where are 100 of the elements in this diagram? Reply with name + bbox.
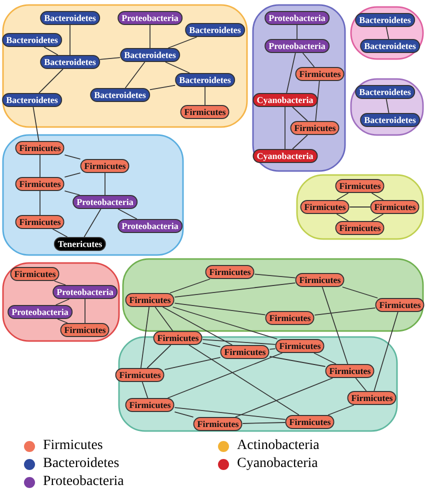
edge-line (254, 274, 296, 278)
legend-label: Actinobacteria (237, 438, 320, 454)
edge-line (164, 356, 221, 370)
taxon-node: Firmicutes (115, 368, 165, 382)
taxon-node: Bacteroidetes (360, 39, 420, 53)
edge-line (284, 106, 286, 150)
edge-line (104, 172, 106, 196)
taxon-node: Firmicutes (15, 141, 65, 155)
taxon-node: Firmicutes (153, 331, 203, 345)
edge-line (52, 228, 68, 238)
taxon-node: Firmicutes (347, 391, 397, 405)
taxon-node: Bacteroidetes (90, 88, 150, 102)
edge-line (142, 382, 148, 398)
taxon-node: Bacteroidetes (40, 55, 100, 69)
taxon-node: Firmicutes (295, 273, 345, 287)
cluster-hull (122, 258, 424, 332)
edge-line (292, 106, 308, 122)
edge-line (38, 68, 64, 94)
taxon-node: Firmicutes (335, 179, 385, 193)
taxon-node: Firmicutes (335, 221, 385, 235)
edge-line (292, 134, 308, 150)
taxon-node: Firmicutes (285, 415, 335, 429)
edge-line (202, 339, 276, 345)
taxon-node: Proteobacteria (264, 39, 330, 53)
taxon-node: Bacteroidetes (2, 33, 62, 47)
taxon-node: Bacteroidetes (120, 48, 180, 62)
taxon-node: Firmicutes (375, 298, 425, 312)
taxon-node: Firmicutes (370, 200, 420, 214)
edge-line (54, 280, 66, 286)
edge-line (234, 378, 334, 418)
edge-line (322, 286, 348, 364)
edge-line (202, 342, 221, 348)
taxon-node: Firmicutes (265, 311, 315, 325)
taxon-node: Firmicutes (290, 121, 340, 135)
edge-line (170, 278, 210, 294)
taxon-node: Firmicutes (300, 200, 350, 214)
taxon-node: Bacteroidetes (185, 23, 245, 37)
edge-line (140, 306, 150, 368)
edge-line (99, 57, 121, 60)
taxon-node: Firmicutes (125, 398, 175, 412)
taxon-node: Firmicutes (325, 364, 375, 378)
taxon-node: Bacteroidetes (360, 113, 420, 127)
cluster-hull (350, 78, 424, 136)
taxon-node: Firmicutes (180, 105, 230, 119)
edge-line (336, 214, 349, 222)
edge-line (355, 378, 367, 392)
edge-line (269, 348, 276, 350)
taxon-node: Cyanobacteria (252, 93, 318, 107)
edge-line (315, 80, 320, 122)
edge-line (168, 36, 198, 48)
edge-line (84, 208, 102, 238)
taxon-node: Firmicutes (193, 417, 243, 431)
legend-label: Cyanobacteria (237, 456, 318, 472)
edge-line (64, 190, 80, 196)
taxon-node: Cyanobacteria (252, 149, 318, 163)
legend-label: Firmicutes (43, 438, 103, 454)
edge-line (386, 98, 390, 114)
taxon-node: Firmicutes (60, 323, 110, 337)
edge-line (188, 344, 300, 416)
taxon-node: Bacteroidetes (355, 85, 415, 99)
taxon-node: Proteobacteria (118, 219, 182, 233)
edge-line (371, 214, 384, 222)
taxon-node: Bacteroidetes (175, 73, 235, 87)
edge-line (374, 312, 398, 392)
cluster-hull (252, 4, 346, 172)
edge-line (336, 192, 349, 200)
edge-line (124, 62, 146, 88)
edge-line (386, 26, 390, 40)
edge-line (154, 306, 174, 332)
edge-line (118, 208, 138, 220)
cluster-hull (296, 174, 424, 240)
taxon-node: Proteobacteria (52, 285, 118, 299)
cluster-hull (2, 4, 248, 128)
edge-line (162, 306, 233, 346)
edge-line (371, 192, 384, 200)
edge-line (44, 46, 58, 56)
edge-line (174, 282, 296, 298)
cluster-hull (2, 134, 184, 256)
taxon-node: Firmicutes (125, 293, 175, 307)
taxon-node: Proteobacteria (118, 11, 182, 25)
edge-line (57, 318, 68, 324)
legend-label: Proteobacteria (43, 474, 124, 490)
edge-line (342, 286, 378, 298)
edge-line (204, 86, 206, 106)
cluster-hull (2, 262, 120, 342)
edge-line (55, 298, 70, 306)
taxon-node: Firmicutes (275, 339, 325, 353)
taxon-node: Firmicutes (15, 215, 65, 229)
taxon-node: Proteobacteria (264, 11, 330, 25)
taxon-node: Firmicutes (220, 345, 270, 359)
edge-line (146, 344, 172, 368)
edge-line (349, 206, 371, 208)
taxon-node: Proteobacteria (72, 195, 138, 209)
taxon-node: Bacteroidetes (40, 11, 100, 25)
taxon-node: Firmicutes (80, 159, 130, 173)
edge-line (328, 404, 354, 416)
taxon-node: Tenericutes (54, 237, 106, 251)
edge-line (167, 352, 283, 398)
edge-line (32, 106, 40, 142)
edge-line (302, 52, 315, 68)
